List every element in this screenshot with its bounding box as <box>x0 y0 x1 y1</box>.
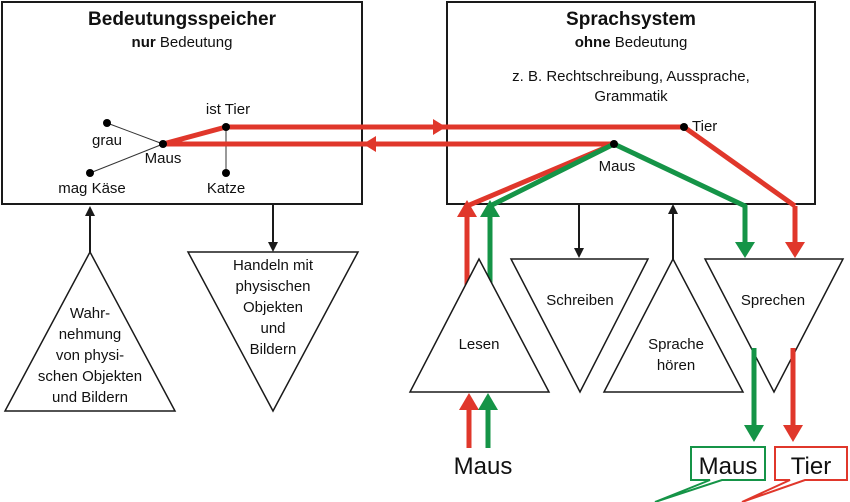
node-label-tier: Tier <box>692 118 717 135</box>
link-kaese-maus <box>89 143 164 174</box>
arrowhead-up-perception <box>85 206 95 216</box>
red-path-ist-tier-to-tier <box>162 124 797 209</box>
label-acting-line: Objekten <box>243 299 303 316</box>
language-system-example-line1: z. B. Rechtschreibung, Aussprache, <box>512 68 750 85</box>
red-arrowhead-down-sprechen <box>785 242 805 258</box>
node-label-grau: grau <box>92 132 122 149</box>
node-label-maus: Maus <box>145 150 182 167</box>
red-input-arrowhead <box>459 393 479 410</box>
arrowhead-down-acting <box>268 242 278 252</box>
language-system-subtitle-bold: ohne <box>575 34 611 51</box>
node-dot-maus-language <box>610 140 618 148</box>
meaning-store-title: Bedeutungsspeicher <box>88 9 277 30</box>
label-perception-line: nehmung <box>59 326 122 343</box>
triangle-hearing <box>602 257 745 393</box>
label-perception-line: schen Objekten <box>38 368 142 385</box>
input-word: Maus <box>454 453 513 480</box>
red-output-arrowhead <box>783 425 803 442</box>
triangle-writing <box>509 258 650 394</box>
label-acting: Handeln mit physischen Objekten und Bild… <box>233 257 314 358</box>
output-word-tier: Tier <box>791 453 831 480</box>
label-perception-line: Wahr- <box>70 305 110 322</box>
node-label-maus-language: Maus <box>599 158 636 175</box>
green-input-arrowhead <box>478 393 498 410</box>
label-acting-line: Handeln mit <box>233 257 314 274</box>
label-acting-line: und <box>260 320 285 337</box>
green-output-arrowhead <box>744 425 764 442</box>
speech-bubble-tier-frame <box>741 446 848 502</box>
node-dot-mag-kaese <box>86 169 94 177</box>
label-acting-line: physischen <box>235 278 310 295</box>
green-arrowhead-up-lesen <box>480 200 500 217</box>
triangle-acting <box>186 251 360 413</box>
arrowhead-up-hearing <box>668 204 678 214</box>
node-dot-grau <box>103 119 111 127</box>
arrowhead-down-writing <box>574 248 584 258</box>
language-system-subtitle-rest: Bedeutung <box>615 34 688 51</box>
triangle-speaking <box>703 258 845 394</box>
speech-bubble-maus: Maus <box>654 446 766 502</box>
node-label-ist-tier: ist Tier <box>206 101 250 118</box>
label-writing: Schreiben <box>546 292 614 309</box>
arrow-left-to-meaning-store <box>363 136 376 152</box>
node-dot-katze <box>222 169 230 177</box>
meaning-store-subtitle: nur Bedeutung <box>132 34 233 51</box>
node-label-mag-kaese: mag Käse <box>58 180 126 197</box>
speech-bubble-tier: Tier <box>741 446 848 502</box>
triangle-perception <box>3 250 177 412</box>
meaning-store-subtitle-bold: nur <box>132 34 156 51</box>
node-dot-tier <box>680 123 688 131</box>
link-grau-maus <box>106 122 164 145</box>
label-speaking: Sprechen <box>741 292 805 309</box>
green-arrowhead-down-sprechen <box>735 242 755 258</box>
meaning-store-subtitle-rest: Bedeutung <box>160 34 233 51</box>
label-acting-line: Bildern <box>250 341 297 358</box>
arrow-right-to-language-system <box>433 119 446 135</box>
label-reading: Lesen <box>459 336 500 353</box>
language-system-example-line2: Grammatik <box>594 88 668 105</box>
label-perception-line: von physi- <box>56 347 124 364</box>
meaning-store-box <box>1 1 363 205</box>
green-path-maus-to-sprechen <box>612 141 748 250</box>
language-system-box <box>446 1 816 205</box>
label-hearing-line1: Sprache <box>648 336 704 353</box>
label-perception: Wahr- nehmung von physi- schen Objekten … <box>38 305 142 406</box>
language-system-subtitle: ohne Bedeutung <box>575 34 688 51</box>
speech-bubble-maus-frame <box>654 446 766 502</box>
node-label-katze: Katze <box>207 180 245 197</box>
language-system-title: Sprachsystem <box>566 9 696 30</box>
triangle-reading <box>408 257 551 393</box>
label-hearing-line2: hören <box>657 357 695 374</box>
node-dot-ist-tier <box>222 123 230 131</box>
label-perception-line: und Bildern <box>52 389 128 406</box>
red-arrowhead-up-lesen <box>457 200 477 217</box>
node-dot-maus <box>159 140 167 148</box>
output-word-maus: Maus <box>699 453 758 480</box>
